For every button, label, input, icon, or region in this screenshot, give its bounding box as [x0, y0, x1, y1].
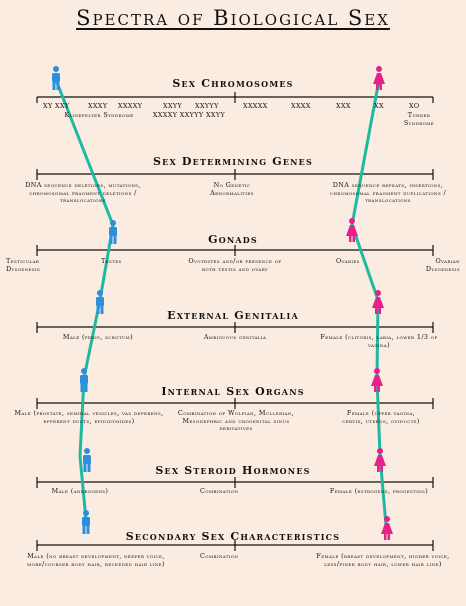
label-testes: Testes	[101, 257, 122, 265]
label-xxxx: XXXX	[291, 102, 311, 110]
label-combination-internal: Combination of Wolfian, Mullerian, Meson…	[177, 409, 295, 433]
label-klinefelter-syndrome: Klinefelter Syndrome	[64, 111, 134, 119]
female-figure-icon	[373, 66, 385, 90]
label-gene-deletions: DNA sequence deletions, mutations, chrom…	[25, 181, 141, 205]
male-figure-icon	[96, 290, 104, 314]
label-xxxxy: XXXXY	[118, 102, 143, 110]
label-female-genitalia: Female (clitoris, labia, lower 1/3 of va…	[320, 333, 438, 349]
female-figure-icon	[371, 368, 383, 392]
male-figure-icon	[52, 66, 60, 90]
female-figure-icon	[374, 448, 386, 472]
heading-external-genitalia: External Genitalia	[167, 309, 299, 322]
male-figure-icon	[80, 368, 88, 392]
label-xxyy: XXYY	[163, 102, 183, 110]
label-xo: XO	[409, 102, 420, 110]
label-ovaries: Ovaries	[336, 257, 360, 265]
female-figure-icon	[346, 218, 358, 242]
label-gene-repeats: DNA sequence repeats, insertions, chromo…	[329, 181, 447, 205]
male-figure-icon	[82, 510, 90, 534]
heading-internal-sex-organs: Internal Sex Organs	[161, 385, 305, 398]
heading-secondary-sex-characteristics: Secondary Sex Characteristics	[125, 530, 341, 543]
female-figure-icon	[372, 290, 384, 314]
label-ambiguous-genitalia: Ambiguous genitalia	[203, 333, 267, 341]
label-no-genetic-abnormalities: No Genetic Abnormalities	[210, 181, 254, 197]
label-xxxxy-xxyyy-xxyy: XXXXY XXYYY XXYY	[152, 111, 226, 119]
label-xx: XX	[374, 102, 384, 110]
heading-sex-determining-genes: Sex Determining Genes	[153, 155, 313, 168]
label-combination-secondary: Combination	[200, 552, 239, 560]
label-combination-hormones: Combination	[200, 487, 239, 495]
label-female-internal: Female (upper vagina, cervix, uterus, ov…	[342, 409, 420, 425]
label-male-genitalia: Male (penis, scrotum)	[62, 333, 134, 341]
heading-sex-steroid-hormones: Sex Steroid Hormones	[155, 464, 311, 477]
page-title: Spectra of Biological Sex	[76, 6, 390, 30]
label-testicular-dysgenesis: Testicular Dysgenesis	[6, 257, 41, 273]
label-male-internal: Male (prostate, seminal vesicles, vas de…	[14, 409, 164, 425]
label-male-hormones: Male (androgens)	[51, 487, 109, 495]
label-male-secondary: Male (no breast development, deeper voic…	[27, 552, 165, 568]
label-xxx: XXX	[336, 102, 351, 110]
label-xxxy: XXXY	[88, 102, 108, 110]
label-xxxxx: XXXXX	[243, 102, 268, 110]
label-ovotestes: Ovotestes and/or presence of both testis…	[188, 257, 282, 273]
female-figure-icon	[381, 516, 393, 540]
male-figure-icon	[109, 220, 117, 244]
label-ovarian-dysgenesis: Ovarian Dysgenesis	[425, 257, 460, 273]
heading-gonads: Gonads	[208, 233, 258, 246]
male-figure-icon	[83, 448, 91, 472]
label-xxyyy: XXYYY	[195, 102, 219, 110]
male-path-line	[54, 78, 115, 522]
label-female-secondary: Female (breast development, higher voice…	[316, 552, 450, 568]
label-turner-syndrome: Turner Syndrome	[403, 111, 435, 127]
label-xy-xxy: XY XXY	[43, 102, 70, 110]
heading-sex-chromosomes: Sex Chromosomes	[172, 77, 294, 90]
label-female-hormones: Female (estrogens, progestins)	[329, 487, 429, 495]
